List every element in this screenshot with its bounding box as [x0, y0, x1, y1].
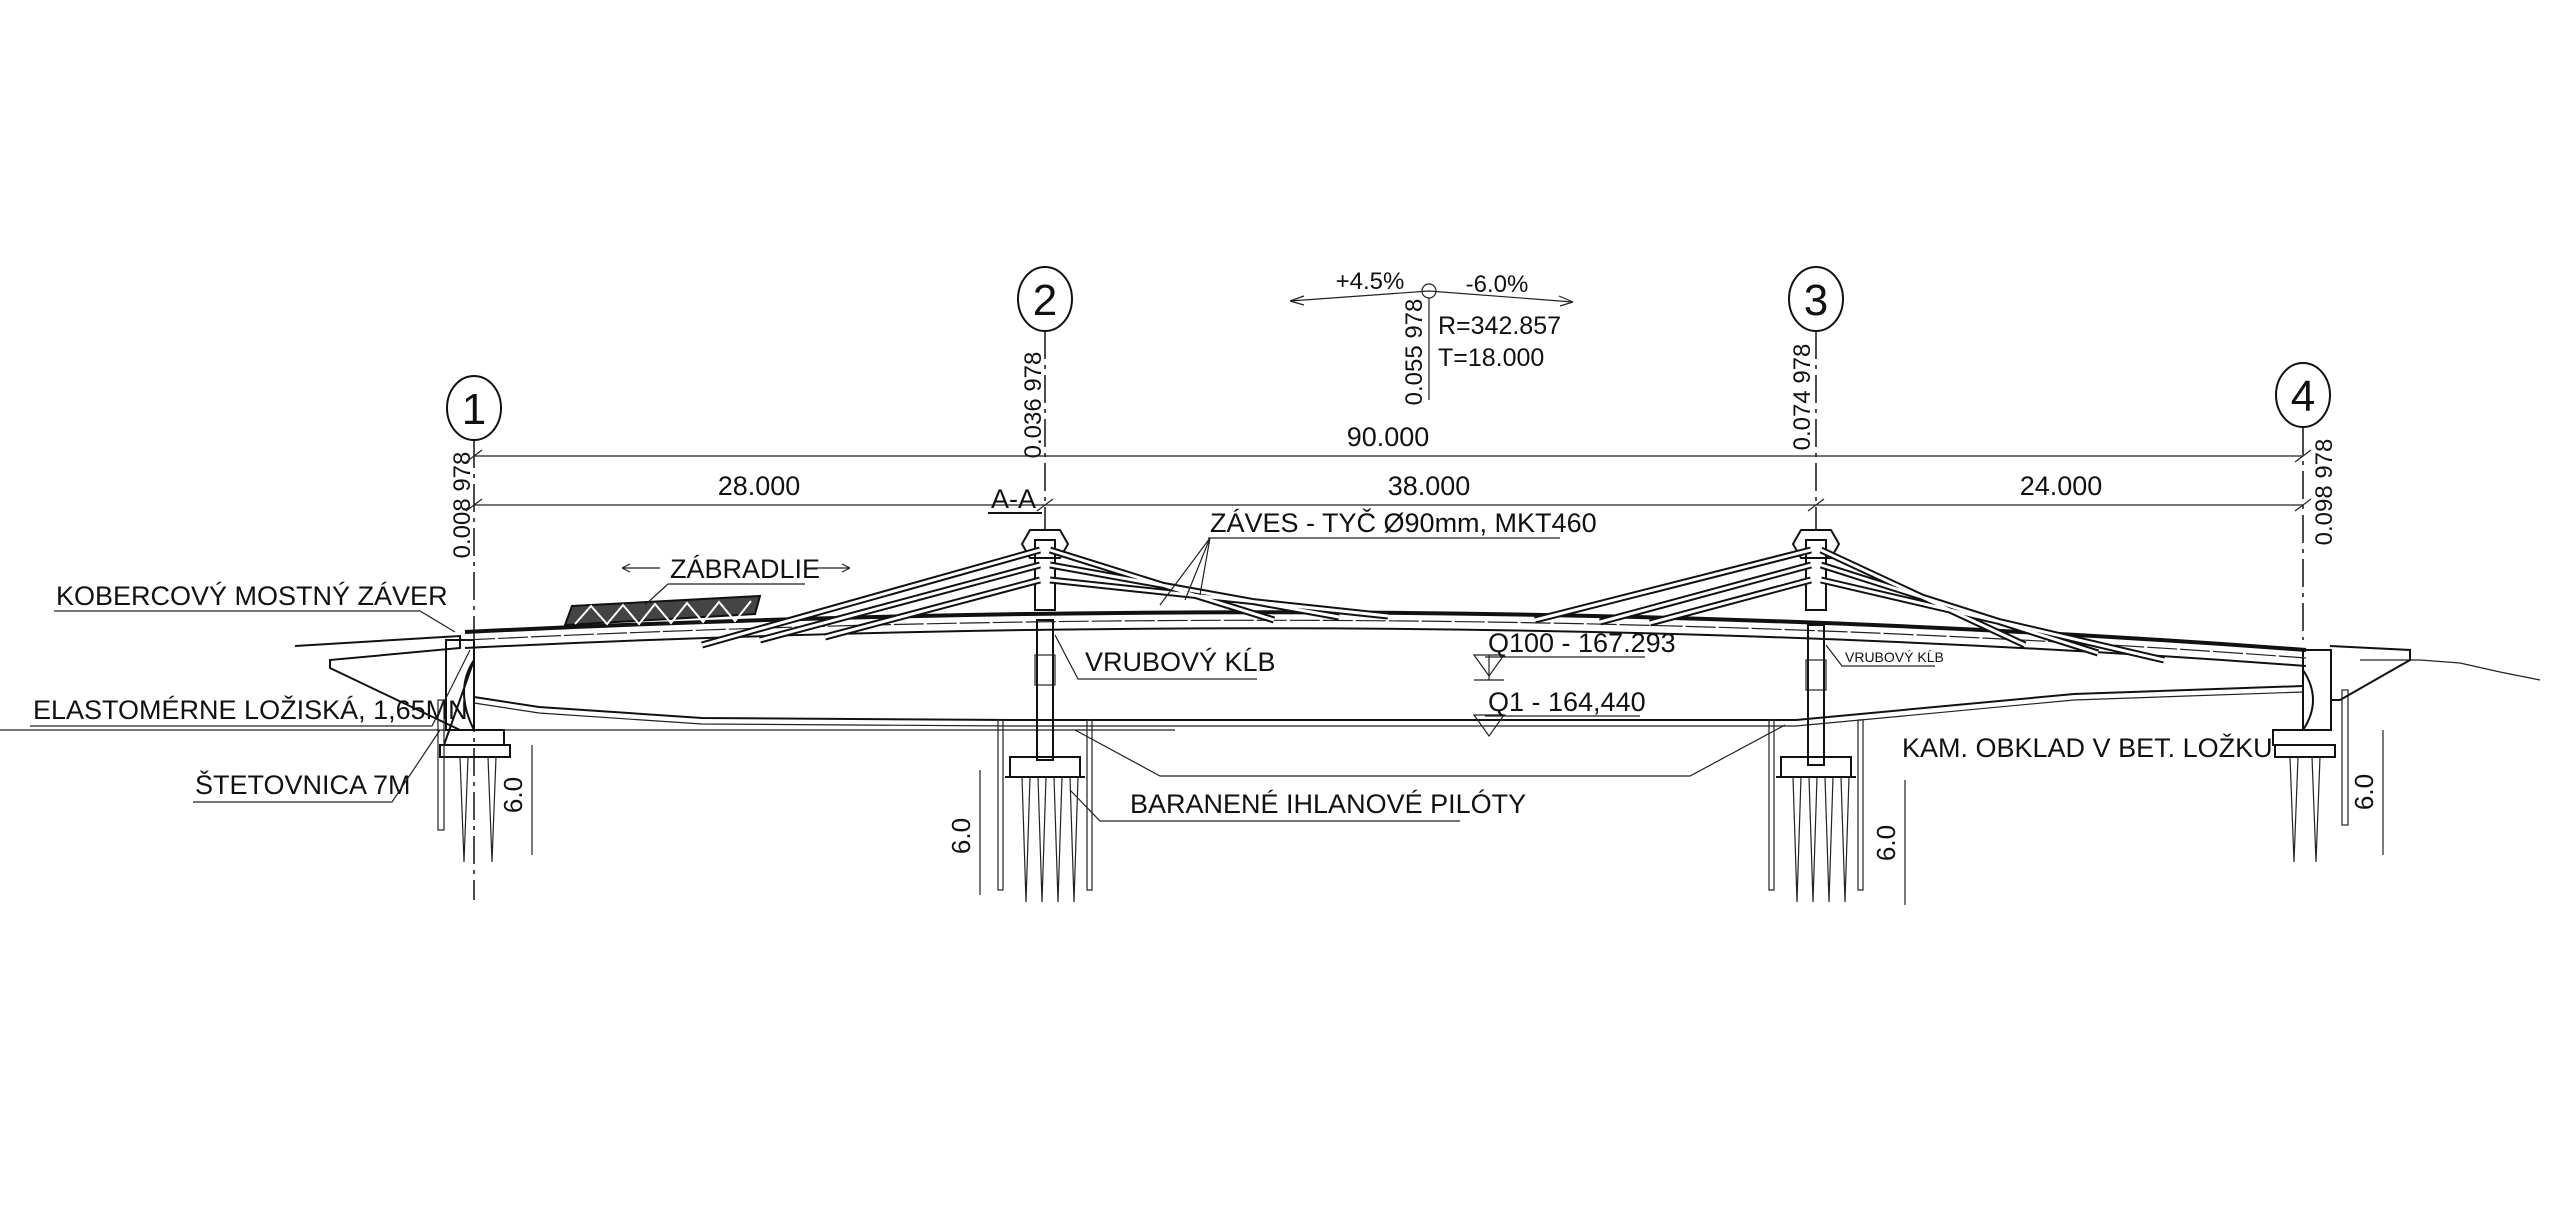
- hanger-cables: [701, 546, 2165, 664]
- pile-depth-3: 6.0: [1871, 825, 1901, 861]
- label-hinge: VRUBOVÝ KĹB: [1054, 634, 1276, 680]
- axis-2: 2: [1017, 266, 1073, 530]
- river-bed: [473, 685, 2304, 721]
- label-stone-lining: KAM. OBKLAD V BET. LOŽKU: [1902, 732, 2273, 763]
- axis-3: 3: [1788, 266, 1844, 530]
- grade-left: +4.5%: [1336, 268, 1405, 295]
- span-3-length: 24.000: [2020, 471, 2103, 501]
- railing: [563, 594, 762, 627]
- pier-2: [997, 529, 1093, 903]
- curve-radius: R=342.857: [1438, 312, 1561, 340]
- label-sheet-pile: ŠTETOVNICA 7M: [193, 729, 441, 803]
- hinge-small-text: VRUBOVÝ KĹB: [1845, 649, 1944, 665]
- hangers-text: ZÁVES - TYČ Ø90mm, MKT460: [1210, 507, 1597, 538]
- sheet-pile-text: ŠTETOVNICA 7M: [195, 769, 411, 800]
- grade-right: -6.0%: [1466, 271, 1529, 298]
- label-piles: BARANENÉ IHLANOVÉ PILÓTY: [1069, 724, 1786, 822]
- pile-depth-1: 6.0: [498, 777, 528, 813]
- total-length: 90.000: [1347, 422, 1430, 452]
- span-1-length: 28.000: [718, 471, 801, 501]
- axis-number: 1: [462, 385, 486, 434]
- axis-number: 3: [1804, 276, 1828, 325]
- label-expansion-joint: KOBERCOVÝ MOSTNÝ ZÁVER: [54, 581, 456, 633]
- bearings-text: ELASTOMÉRNE LOŽISKÁ, 1,65MN: [33, 694, 468, 725]
- curve-elevation: 0.055 978: [1401, 299, 1428, 406]
- expansion-joint-text: KOBERCOVÝ MOSTNÝ ZÁVER: [56, 581, 448, 611]
- span-2-length: 38.000: [1388, 471, 1471, 501]
- pile-depth-4: 6.0: [2349, 774, 2379, 810]
- water-level-q100: Q100 - 167.293: [1472, 628, 1676, 681]
- axis-number: 4: [2291, 372, 2315, 421]
- label-bearings: ELASTOMÉRNE LOŽISKÁ, 1,65MN: [30, 649, 471, 727]
- river-bed-lining: [473, 691, 2304, 727]
- railing-text: ZÁBRADLIE: [670, 554, 820, 584]
- q1-label: Q1 - 164,440: [1488, 687, 1646, 717]
- vertical-curve: +4.5% -6.0% 0.055 978 R=342.857 T=18.000: [1289, 268, 1574, 406]
- hinge-text: VRUBOVÝ KĹB: [1085, 647, 1276, 677]
- water-level-q1: Q1 - 164,440: [1472, 687, 1646, 738]
- abutment-right: [2272, 645, 2411, 863]
- abutment-left: [294, 634, 511, 863]
- section-mark: A-A: [991, 484, 1036, 514]
- bridge-deck: [464, 610, 2307, 667]
- curve-tangent: T=18.000: [1438, 344, 1544, 372]
- elevation-axis-4: 0.098 978: [2311, 439, 2338, 546]
- stone-lining-text: KAM. OBKLAD V BET. LOŽKU: [1902, 732, 2273, 763]
- axis-number: 2: [1033, 276, 1057, 325]
- label-railing: ZÁBRADLIE: [621, 554, 851, 606]
- elevation-axis-2: 0.036 978: [1020, 352, 1047, 459]
- dimension-total: 90.000: [465, 422, 2312, 463]
- dimension-spans: 28.000 38.000 24.000: [465, 471, 2312, 512]
- label-hangers: ZÁVES - TYČ Ø90mm, MKT460: [1159, 507, 1597, 606]
- piles-text: BARANENÉ IHLANOVÉ PILÓTY: [1130, 788, 1526, 819]
- axis-4: 4: [2275, 362, 2331, 640]
- pile-dimensions: 6.0 6.0 6.0 6.0: [498, 730, 2384, 905]
- q100-label: Q100 - 167.293: [1488, 628, 1676, 658]
- terrain-right: [2360, 659, 2541, 681]
- double-arrow-icon: [621, 563, 851, 573]
- label-hinge-small: VRUBOVÝ KĹB: [1825, 644, 1944, 667]
- pier-3: [1768, 529, 1864, 903]
- elevation-axis-1: 0.008 978: [449, 452, 476, 559]
- pile-depth-2: 6.0: [946, 818, 976, 854]
- elevation-axis-3: 0.074 978: [1789, 344, 1816, 451]
